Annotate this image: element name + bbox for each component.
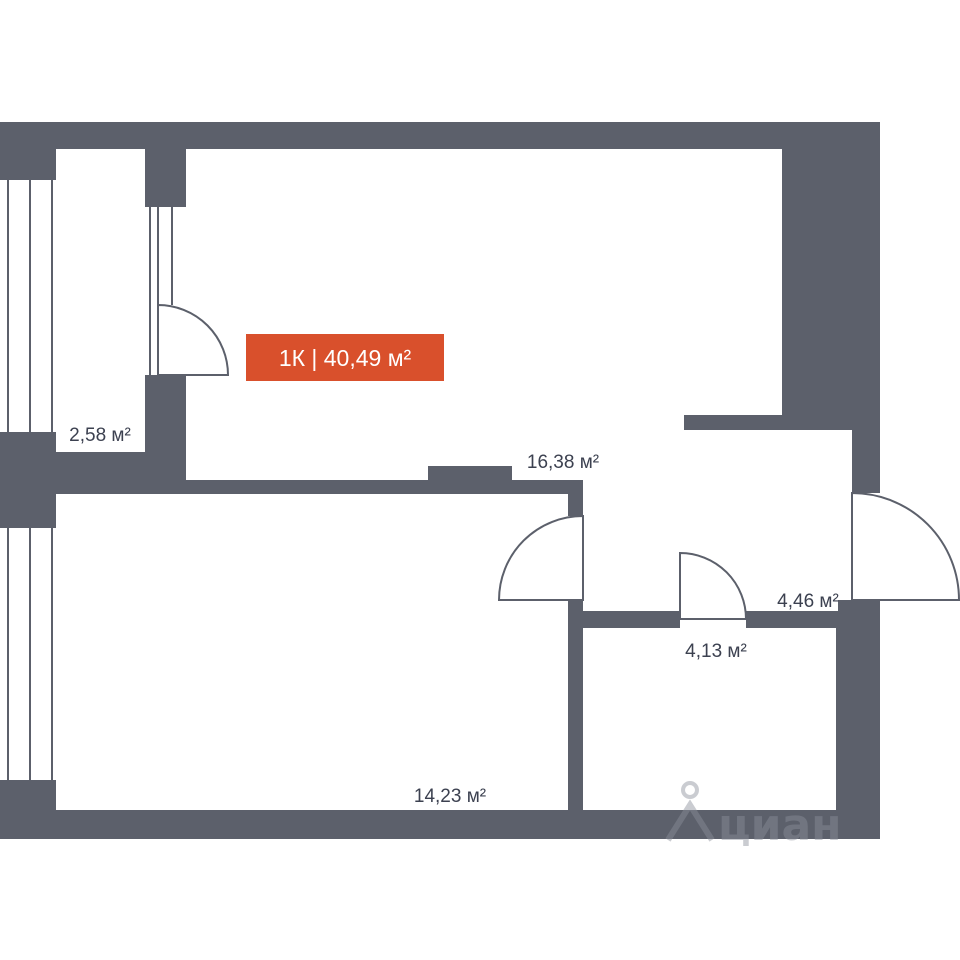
wall-thick-segment [428,466,512,480]
balcony-window-top [0,180,56,432]
watermark: циан [665,781,842,851]
room-bathroom[interactable] [583,628,836,810]
room-balcony[interactable] [56,149,145,452]
area-label-bathroom: 4,13 м² [685,641,747,662]
wall-bathroom-left [568,600,583,810]
bathroom-door-swing [679,551,748,620]
area-label-kitchen: 16,38 м² [527,452,599,473]
area-label-hallway: 4,46 м² [777,591,839,612]
area-label-bedroom: 14,23 м² [414,786,486,807]
wall-pillar [145,149,186,207]
watermark-text: циан [718,800,842,851]
summary-badge [246,334,444,381]
summary-badge-text: 1К | 40,49 м² [279,345,412,371]
wall-kitchen-bedroom [56,480,583,494]
entrance-door-swing [851,491,960,601]
room-bedroom[interactable] [56,494,568,810]
bedroom-door-swing [497,514,584,601]
area-label-balcony: 2,58 м² [69,425,131,446]
room-kitchen[interactable] [186,149,852,611]
balcony-door-swing [157,303,230,376]
bedroom-window [0,528,56,780]
cian-logo-icon [665,781,715,842]
